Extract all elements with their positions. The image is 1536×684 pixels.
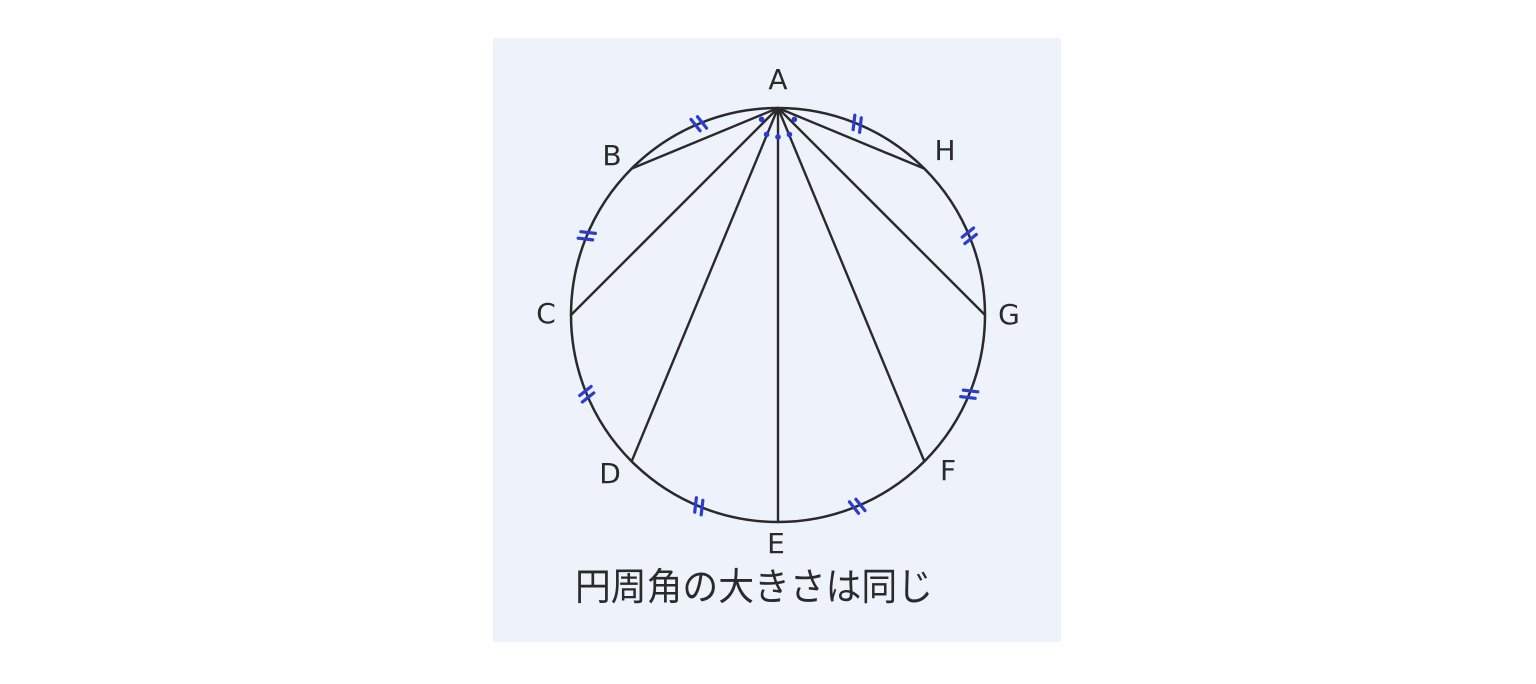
point-tick-b: [626, 163, 637, 174]
chord-ag: [776, 106, 987, 317]
point-label-g: G: [998, 298, 1020, 331]
equal-mark-ef: [847, 497, 867, 515]
point-tick-h: [919, 163, 930, 174]
angle-dot: [786, 131, 793, 138]
point-tick-f: [919, 456, 930, 467]
point-tick-d: [626, 456, 637, 467]
angle-dot: [775, 134, 781, 140]
chord-ac: [569, 106, 780, 317]
angle-dot: [763, 131, 770, 138]
caption: 円周角の大きさは同じ: [575, 565, 933, 609]
point-label-d: D: [599, 457, 621, 490]
inscribed-angle-diagram: A B C D E F G H 円周角の大きさは同じ: [536, 63, 1020, 609]
equal-mark-stroke: [851, 113, 857, 132]
equal-mark-stroke: [963, 232, 978, 246]
point-label-f: F: [940, 454, 956, 487]
equal-mark-stroke: [699, 498, 705, 517]
diagram-panel: A B C D E F G H 円周角の大きさは同じ: [493, 38, 1061, 642]
equal-mark-stroke: [854, 497, 867, 513]
angle-dot: [758, 116, 765, 123]
point-label-b: B: [602, 139, 621, 172]
point-labels: A B C D E F G H: [536, 63, 1020, 560]
equal-mark-ha: [851, 113, 863, 134]
chords: [569, 106, 987, 524]
angle-dots: [758, 116, 798, 140]
equal-mark-stroke: [959, 395, 977, 400]
equal-mark-stroke: [689, 117, 702, 133]
equal-mark-stroke: [580, 391, 596, 404]
point-ticks: [570, 163, 986, 523]
equal-mark-gh: [960, 226, 978, 246]
equal-mark-stroke: [847, 500, 861, 515]
equal-mark-de: [693, 496, 705, 517]
point-label-c: C: [536, 297, 556, 330]
chord-ad: [630, 106, 780, 463]
point-label-e: E: [767, 527, 785, 560]
equal-mark-stroke: [579, 230, 597, 235]
equal-mark-fg: [959, 388, 980, 400]
equal-arc-marks: [576, 113, 980, 517]
equal-mark-stroke: [695, 115, 709, 130]
equal-mark-stroke: [576, 236, 595, 242]
equal-mark-stroke: [578, 384, 593, 398]
equal-mark-ab: [689, 115, 709, 133]
angle-dot: [791, 116, 798, 123]
equal-mark-bc: [576, 230, 597, 242]
point-label-a: A: [768, 63, 787, 96]
point-label-h: H: [934, 134, 955, 167]
equal-mark-cd: [578, 384, 596, 404]
equal-mark-stroke: [960, 226, 976, 239]
equal-mark-stroke: [961, 388, 980, 394]
equal-mark-stroke: [693, 496, 698, 514]
chord-ab: [630, 106, 780, 170]
chord-af: [776, 106, 926, 463]
equal-mark-stroke: [858, 116, 863, 134]
chord-ah: [776, 106, 926, 170]
